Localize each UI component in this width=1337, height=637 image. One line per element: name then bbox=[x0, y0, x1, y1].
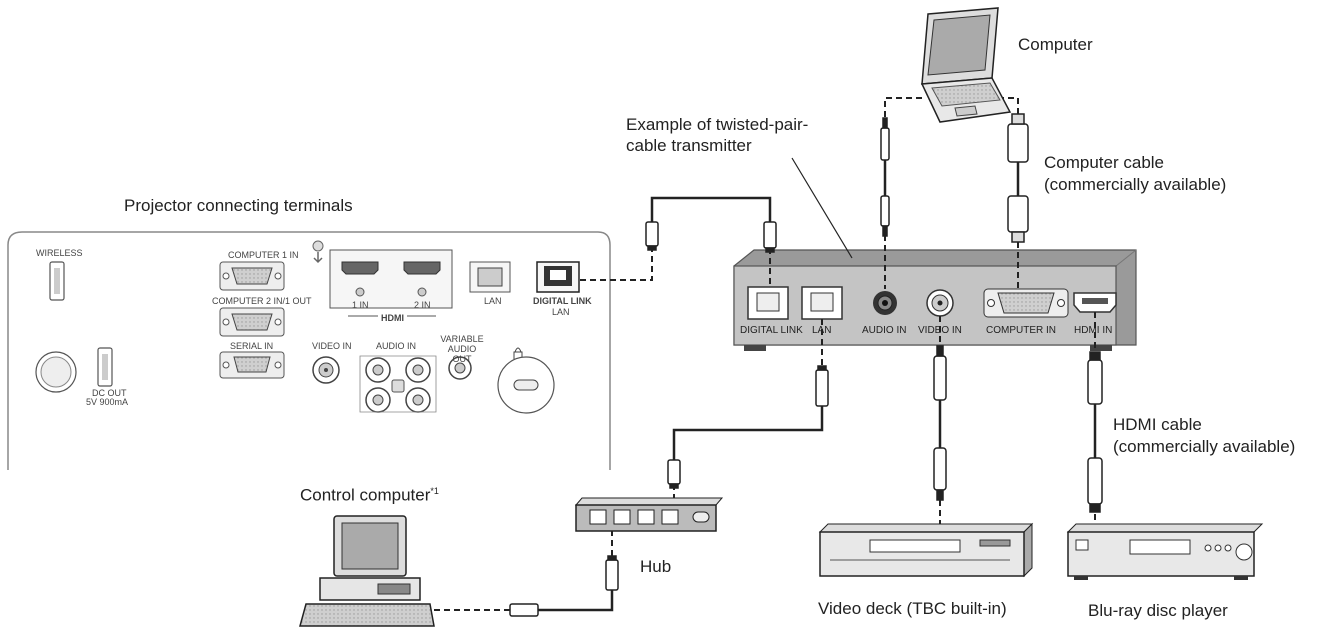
video-deck-label: Video deck (TBC built-in) bbox=[818, 599, 1007, 618]
computer-cable-label-line2: (commercially available) bbox=[1044, 175, 1227, 194]
cable-plugs bbox=[509, 113, 1103, 617]
proj-hdmi2-label: 2 IN bbox=[414, 300, 431, 310]
hub-label: Hub bbox=[640, 557, 672, 576]
footnote-marker: *1 bbox=[430, 486, 439, 496]
computer1-in-port bbox=[219, 261, 285, 291]
computer-audio-cable bbox=[884, 97, 922, 128]
computer-label: Computer bbox=[1018, 35, 1093, 54]
control-computer-label: Control computer*1 bbox=[300, 480, 439, 507]
lan-port bbox=[469, 261, 511, 293]
tx-audio-in-jack bbox=[873, 291, 897, 315]
hdmi-ports bbox=[329, 249, 453, 317]
proj-video-in-label: VIDEO IN bbox=[312, 341, 352, 351]
proj-computer1-label: COMPUTER 1 IN bbox=[228, 250, 299, 260]
projector-terminal-panel bbox=[7, 231, 611, 470]
transmitter-leader-line bbox=[791, 157, 853, 259]
tx-digital-link-label: DIGITAL LINK bbox=[740, 325, 803, 336]
video-in-jack bbox=[312, 356, 340, 384]
audio-in-jacks bbox=[359, 355, 437, 413]
hub-icon bbox=[574, 497, 724, 532]
tx-video-in-jack bbox=[926, 289, 954, 317]
computer-cable-label-line1: Computer cable bbox=[1044, 153, 1165, 172]
tx-audio-in-label: AUDIO IN bbox=[862, 325, 907, 336]
serial-in-port bbox=[219, 351, 285, 379]
digital-link-port bbox=[536, 261, 580, 293]
hdmi-cable-label-line1: HDMI cable bbox=[1113, 415, 1202, 434]
bluray-label: Blu-ray disc player bbox=[1088, 601, 1228, 620]
digital-link-cable-solid bbox=[650, 196, 772, 226]
tx-computer-in-label: COMPUTER IN bbox=[986, 325, 1056, 336]
hdmi-cable-label-line2: (commercially available) bbox=[1113, 437, 1296, 456]
proj-audio-in-label: AUDIO IN bbox=[376, 341, 417, 351]
proj-computer2-label: COMPUTER 2 IN/1 OUT bbox=[212, 296, 312, 306]
computer2-port bbox=[219, 307, 285, 337]
proj-hdmi-label: HDMI bbox=[378, 313, 407, 323]
security-lock-icon bbox=[497, 347, 555, 414]
proj-digital-link-lan-label: LAN bbox=[552, 307, 570, 317]
digital-link-cable-projector-side bbox=[580, 244, 653, 281]
cables bbox=[428, 97, 1097, 612]
laptop-computer-icon bbox=[920, 7, 1012, 123]
proj-serial-label: SERIAL IN bbox=[230, 341, 274, 351]
control-computer-text: Control computer bbox=[300, 485, 431, 505]
tx-computer-in-port bbox=[983, 288, 1069, 318]
proj-dc-out-spec-label: 5V 900mA bbox=[86, 397, 129, 407]
twisted-pair-transmitter bbox=[733, 249, 1137, 351]
bluray-player-icon bbox=[1066, 523, 1264, 580]
computer-vga-cable bbox=[998, 97, 1019, 124]
transmitter-label-line1: Example of twisted-pair- bbox=[626, 115, 809, 134]
video-deck-icon bbox=[818, 522, 1034, 578]
projector-terminals-label: Projector connecting terminals bbox=[124, 196, 353, 215]
proj-dc-out-label: DC OUT bbox=[92, 388, 127, 398]
proj-hdmi1-label: 1 IN bbox=[352, 300, 369, 310]
variable-audio-out-jack bbox=[448, 356, 472, 380]
tx-hdmi-in-port bbox=[1073, 292, 1117, 313]
tx-lan-label: LAN bbox=[812, 325, 832, 336]
proj-digital-link-label: DIGITAL LINK bbox=[533, 296, 592, 306]
proj-wireless-label: WIRELESS bbox=[36, 248, 83, 258]
proj-variable-audio-label: VARIABLE AUDIO OUT bbox=[440, 334, 484, 364]
transmitter-label-line2: cable transmitter bbox=[626, 136, 752, 155]
control-computer-icon bbox=[299, 515, 435, 627]
tx-video-in-label: VIDEO IN bbox=[918, 325, 962, 336]
proj-lan-label: LAN bbox=[484, 296, 502, 306]
tx-hdmi-in-label: HDMI IN bbox=[1074, 325, 1113, 336]
